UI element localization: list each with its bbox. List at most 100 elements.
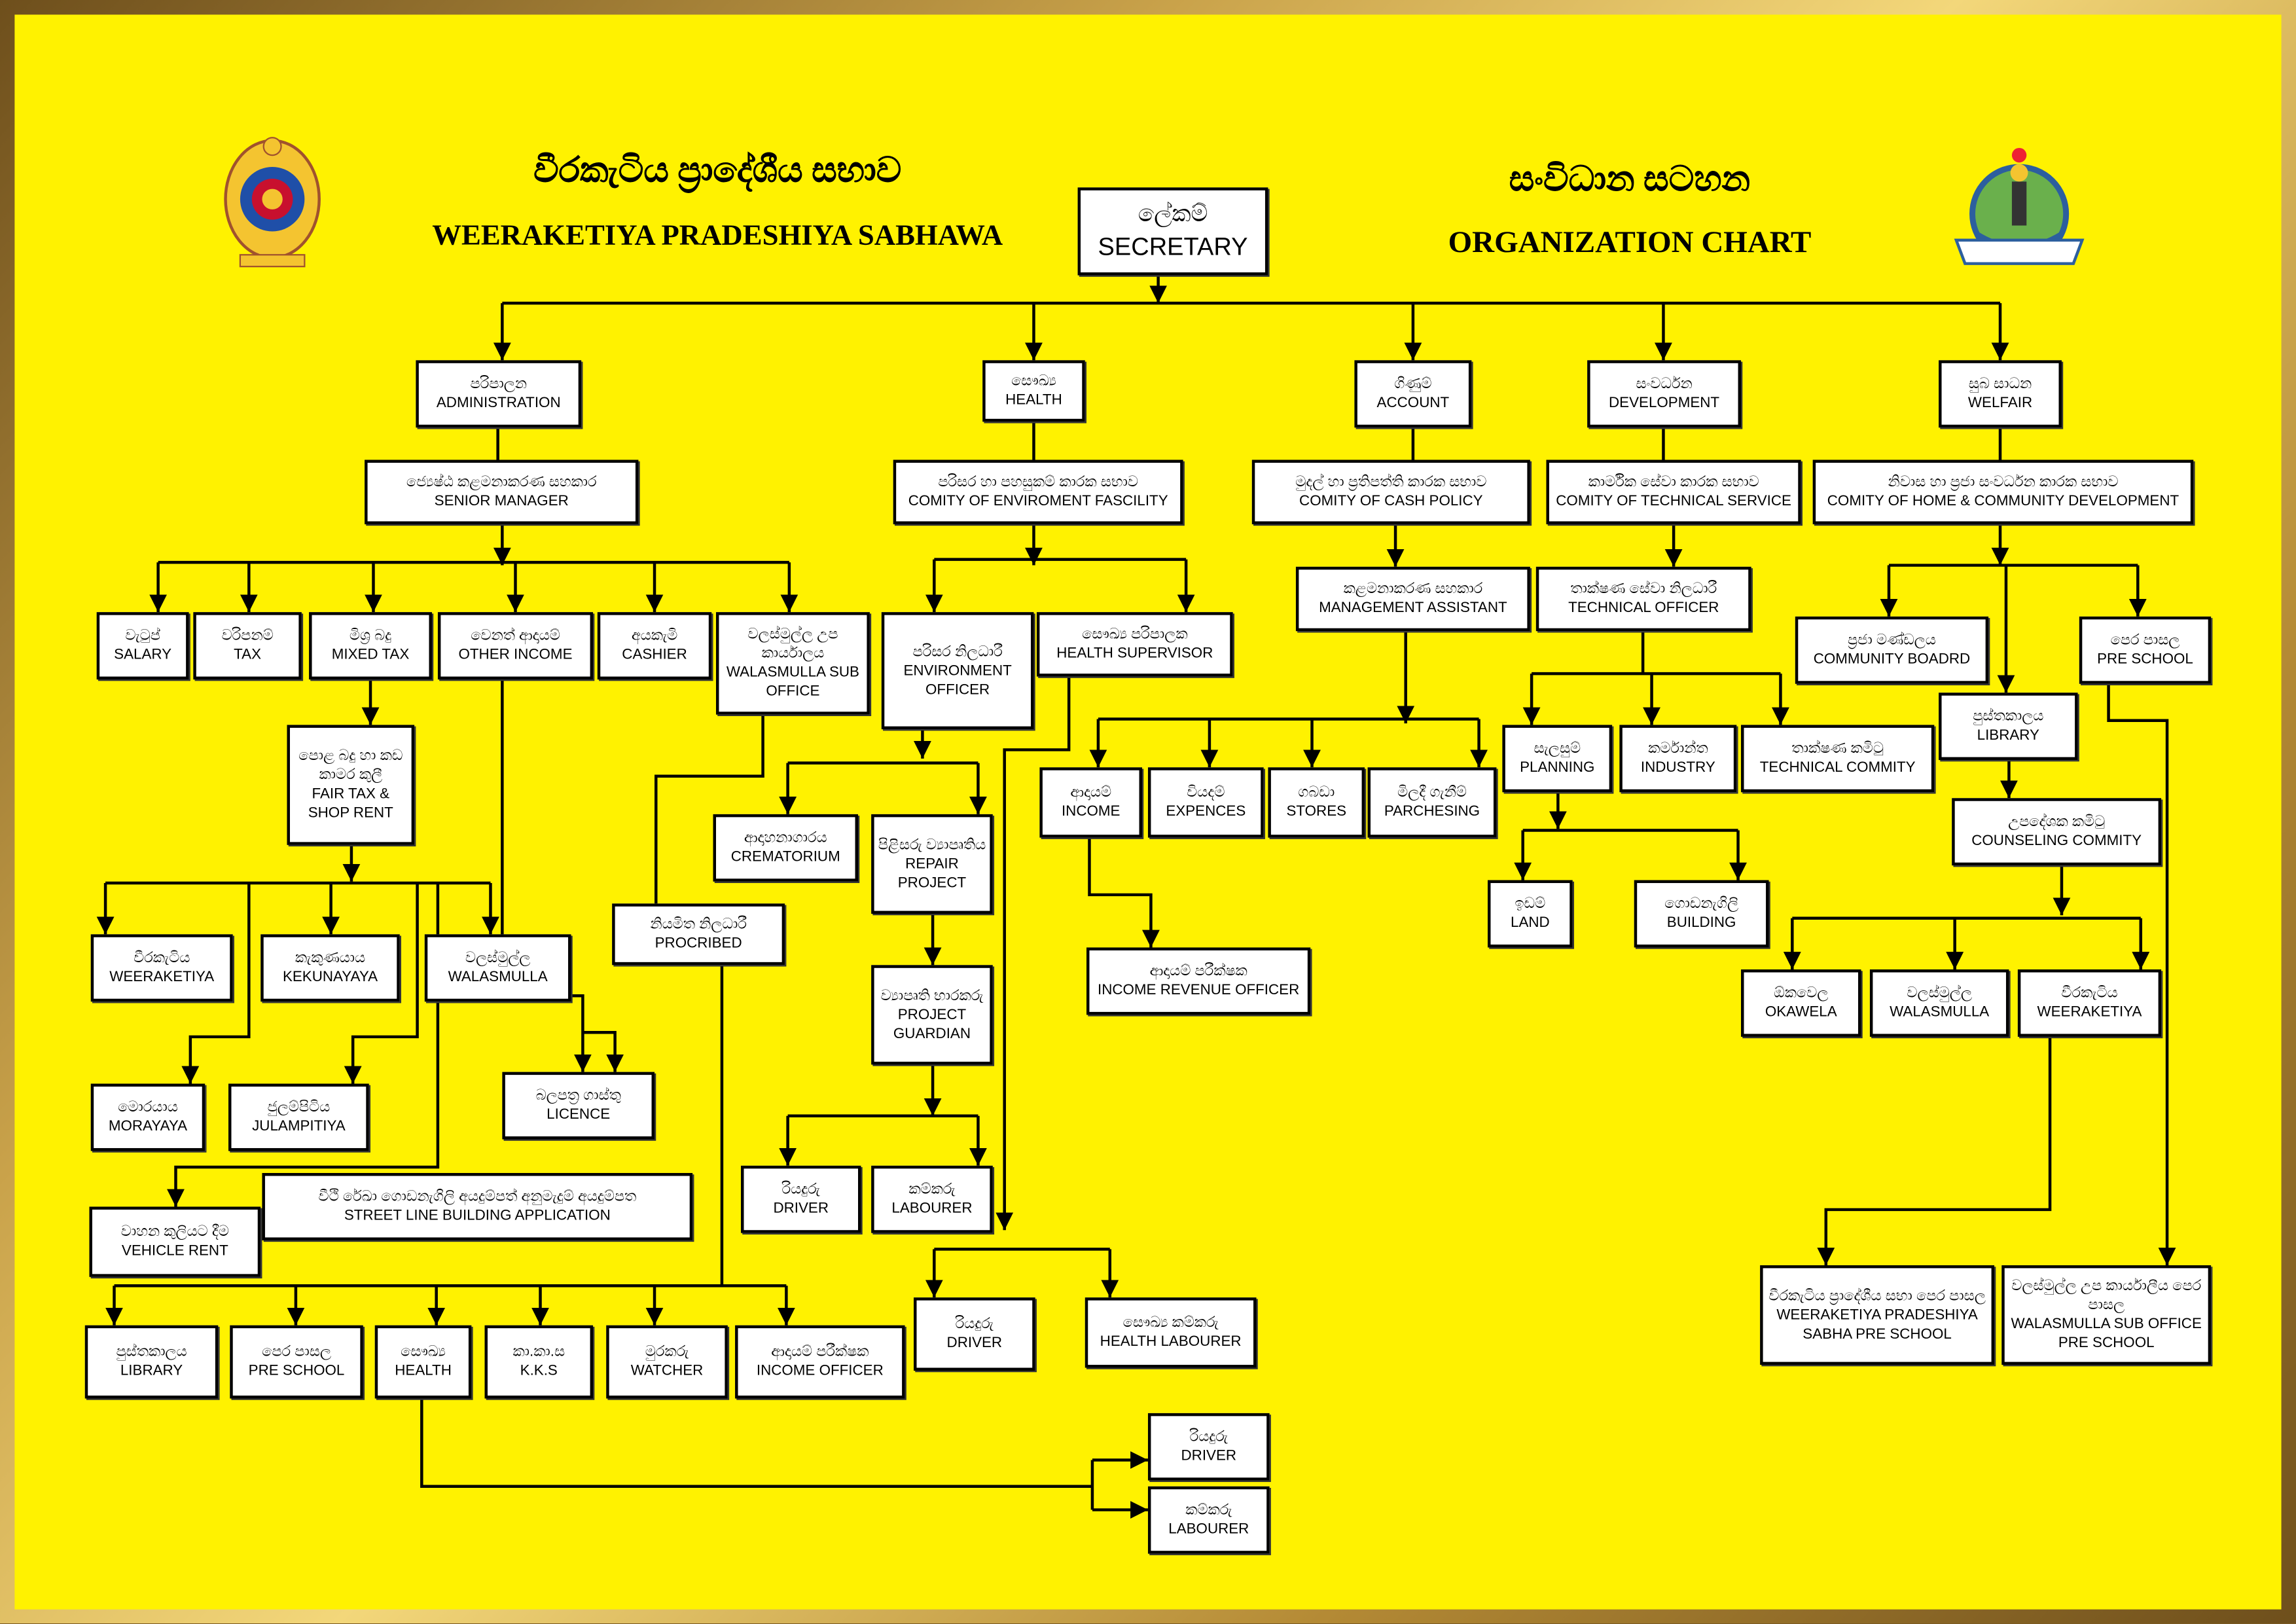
box-label-english: SALARY <box>114 647 172 664</box>
box-label-sinhala: ගොඩනැගිලි <box>1664 896 1738 912</box>
box-label-sinhala: වලස්මුල්ල <box>1907 985 1972 1002</box>
arrow-connector <box>2107 683 2176 1265</box>
arrow-connector <box>181 883 251 1084</box>
box-label-english: DRIVER <box>773 1200 829 1218</box>
box-label-english: FAIR TAX & SHOP RENT <box>308 786 393 822</box>
box-label-sinhala: ජ්‍යෙෂ්ඨ කළමනාකරණ සහකාර <box>406 474 597 491</box>
box-label-sinhala: ගබඩා <box>1298 785 1335 801</box>
box-label-english: LIBRARY <box>120 1363 183 1380</box>
box-label-sinhala: පරිසර නිලධාරී <box>912 643 1003 660</box>
box-label-sinhala: සෞඛ්‍ය පරිපාලක <box>1082 626 1188 643</box>
box-label-english: ADMINISTRATION <box>436 395 561 412</box>
box-label-english: TECHNICAL OFFICER <box>1568 600 1719 617</box>
box-label-english: OTHER INCOME <box>458 647 573 664</box>
arrow-connector <box>344 883 419 1084</box>
box-label-english: COMITY OF CASH POLICY <box>1299 493 1483 510</box>
box-label-english: VEHICLE RENT <box>121 1243 228 1259</box>
box-label-sinhala: වැටුප් <box>125 628 160 645</box>
box-label-sinhala: කම්කරු <box>1185 1502 1232 1519</box>
box-label-sinhala: ව්‍යාපෘති භාරකරු <box>880 987 984 1004</box>
box-label-sinhala: මිලදී ගැනීම් <box>1397 785 1467 801</box>
box-label-english: COMITY OF ENVIROMENT FASCILITY <box>908 493 1168 510</box>
box-label-english: LICENCE <box>547 1107 611 1123</box>
box-label-english: COUNSELING COMMITY <box>1971 833 2142 850</box>
box-label-sinhala: පිළිසරු ව්‍යාපෘතිය <box>878 837 986 854</box>
arrow-connector <box>1817 1036 2052 1265</box>
box-label-sinhala: වරිපනම් <box>221 628 274 645</box>
box-cashier: අයකැමි CASHIER <box>597 612 712 680</box>
box-label-english: EXPENCES <box>1166 804 1246 820</box>
box-label-english: PLANNING <box>1520 760 1595 776</box>
box-label-sinhala: කැකුණයාය <box>295 950 366 967</box>
box-label-english: PRE SCHOOL <box>248 1363 345 1380</box>
box-label-english: WATCHER <box>630 1363 704 1380</box>
box-parchesing: මිලදී ගැනීම් PARCHESING <box>1367 767 1497 838</box>
box-labourer-project: කම්කරුLABOURER <box>871 1165 993 1233</box>
box-label-sinhala: වලස්මුල්ල උප කාර්යාලීය පෙර පාසල <box>2011 1278 2202 1314</box>
box-label-sinhala: ජුලම්පිටිය <box>267 1100 331 1116</box>
box-label-english: COMMUNITY BOADRD <box>1813 651 1971 668</box>
box-label-english: STREET LINE BUILDING APPLICATION <box>344 1208 611 1225</box>
box-label-sinhala: පෙර පාසල <box>2110 632 2180 649</box>
box-driver-project: රියදුරුDRIVER <box>741 1165 861 1233</box>
box-label-english: BUILDING <box>1666 915 1736 931</box>
box-label-english: WALASMULLA SUB OFFICE <box>726 664 859 700</box>
box-label-english: INCOME <box>1061 804 1121 820</box>
box-label-english: OKAWELA <box>1765 1004 1837 1021</box>
box-label-sinhala: රියදුරු <box>1189 1429 1228 1446</box>
box-label-sinhala: කම්කරු <box>908 1182 956 1199</box>
box-label-english: K.K.S <box>520 1363 558 1380</box>
box-label-sinhala: මොරයාය <box>118 1100 178 1116</box>
box-library: පුස්තකාලය LIBRARY <box>84 1325 219 1399</box>
box-label-english: HEALTH <box>1005 392 1062 409</box>
box-label-sinhala: වීරකැටිය <box>134 950 190 967</box>
box-label-sinhala: පුස්තකාලය <box>116 1344 187 1361</box>
box-label-sinhala: පරිසර හා පහසුකම් කාරක සභාව <box>938 474 1138 491</box>
arrow-connector <box>583 1030 624 1072</box>
box-driver-health: රියදුරුDRIVER <box>914 1297 1035 1371</box>
box-label-sinhala: වීරකැටිය <box>2061 985 2118 1002</box>
chart-title-english: ORGANIZATION CHART <box>1448 224 1812 259</box>
box-label-sinhala: අයකැමි <box>631 628 678 645</box>
box-label-english: LABOURER <box>891 1200 973 1218</box>
box-label-sinhala: ආදායම් <box>1070 785 1112 801</box>
box-label-english: PROCRIBED <box>655 935 742 952</box>
arrow-connector <box>1088 837 1160 948</box>
arrow-connector <box>996 676 1071 1231</box>
box-environment-officer: පරිසර නිලධාරීENVIRONMENT OFFICER <box>881 612 1034 730</box>
box-label-english: CASHIER <box>622 647 687 664</box>
box-label-english: DRIVER <box>1181 1448 1237 1465</box>
arrow-connector <box>167 883 440 1207</box>
box-label-sinhala: වියදම් <box>1187 785 1225 801</box>
box-label-english: SECRETARY <box>1098 232 1248 261</box>
box-watcher: මුරකරුWATCHER <box>606 1325 728 1399</box>
box-label-sinhala: මිශ්‍ර බදු <box>349 628 392 645</box>
box-health-labourer: සෞඛ්‍ය කම්කරුHEALTH LABOURER <box>1085 1297 1257 1368</box>
box-label-english: WALASMULLA <box>448 969 548 986</box>
box-label-sinhala: කා.කා.ස <box>512 1344 565 1361</box>
box-label-english: HEALTH SUPERVISOR <box>1056 645 1213 662</box>
box-salary: වැටුප් SALARY <box>96 612 189 680</box>
box-label-english: PARCHESING <box>1384 804 1480 820</box>
box-label-english: HEALTH LABOURER <box>1100 1334 1242 1350</box>
box-label-sinhala: උපදේශක කමිටු <box>2008 814 2106 831</box>
